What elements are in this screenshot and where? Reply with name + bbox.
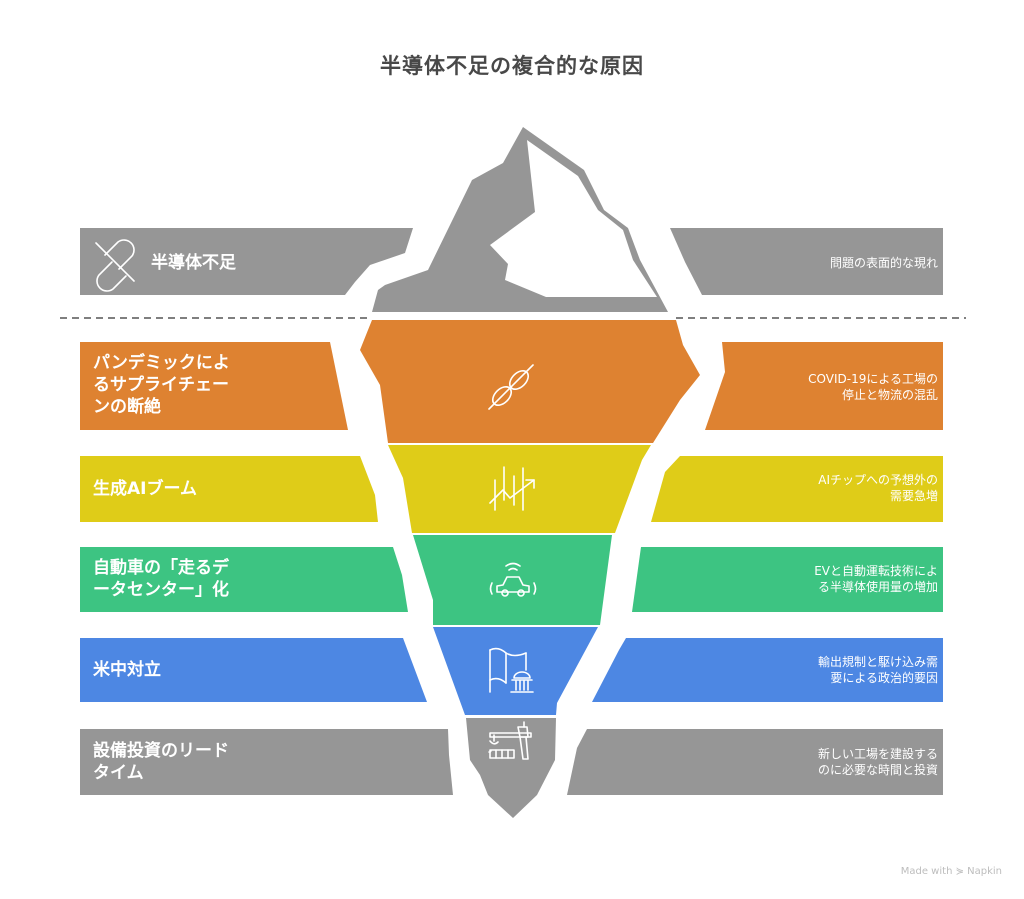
yellow-band-left [80,456,378,522]
green-band-right [632,547,943,612]
gray-band-left [80,729,453,795]
orange-center [360,320,700,443]
surface-description: 問題の表面的な現れ [829,256,938,270]
layer-4-description: 輸出規制と駆け込み需 要による政治的要因 [817,655,938,685]
napkin-credit: Made with ⋟ Napkin [900,866,1002,877]
layer-1-label: パンデミックによ るサプライチェー ンの断絶 [93,353,230,417]
gray-center [466,718,556,818]
layer-4-label: 米中対立 [93,660,161,680]
orange-band-left [80,342,348,430]
surface-band-left [80,228,413,295]
layer-5-description: 新しい工場を建設する のに必要な時間と投資 [817,747,938,777]
layer-3-description: EVと自動運転技術によ る半導体使用量の増加 [814,564,938,594]
surface-band-right [670,228,943,295]
broken-pill-icon [95,239,135,292]
layer-3-label: 自動車の「走るデ ータセンター」化 [93,558,229,600]
crane-construction-icon [488,721,532,760]
flag-government-icon [489,647,534,693]
layer-2-description: AIチップへの予想外の 需要急増 [818,473,938,503]
blue-band-left [80,638,427,702]
gray-band-right [567,729,943,795]
yellow-center [388,445,651,533]
connected-car-icon [489,562,537,597]
yellow-band-right [651,456,943,522]
blue-center [433,627,598,715]
orange-band-right [705,342,943,430]
layer-1-description: COVID-19による工場の 停止と物流の混乱 [808,372,938,402]
page-title: 半導体不足の複合的な原因 [380,54,644,78]
green-band-left [80,547,408,612]
iceberg-snow [490,140,657,297]
surface-label: 半導体不足 [151,253,236,273]
layer-5-label: 設備投資のリード タイム [93,741,229,783]
blue-band-right [592,638,943,702]
chain-link-icon [488,364,534,410]
layer-2-label: 生成AIブーム [93,479,197,499]
green-center [413,535,612,625]
growth-chart-icon [489,466,535,511]
